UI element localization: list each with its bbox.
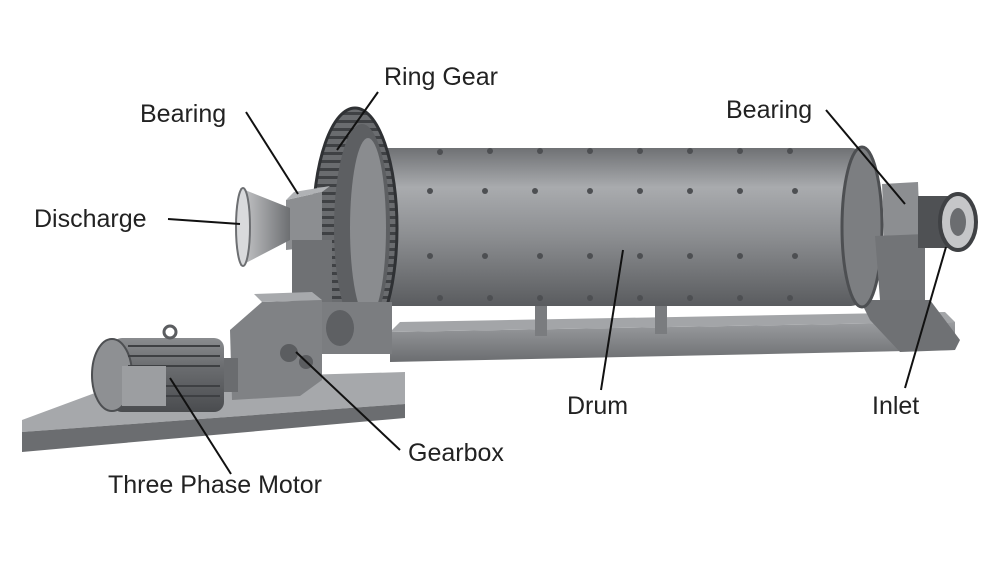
label-drum: Drum <box>567 392 629 420</box>
pinion-cap <box>326 310 354 346</box>
leader-lines <box>167 91 947 475</box>
motor-coupling <box>224 358 238 392</box>
leader-line-bearing-left <box>245 111 299 195</box>
inlet-shape <box>918 192 978 252</box>
base-right-foot <box>860 300 960 352</box>
leader-line-motor <box>169 377 232 475</box>
label-inlet: Inlet <box>872 392 920 420</box>
left-bearing-top <box>286 186 330 200</box>
pinion-housing <box>318 302 392 354</box>
label-gearbox: Gearbox <box>408 439 504 467</box>
base-rail-top <box>390 312 955 332</box>
motor-terminal-box <box>122 366 166 406</box>
gearbox-body <box>230 300 322 400</box>
motor-shape <box>91 324 238 412</box>
label-bearing-right: Bearing <box>726 96 813 124</box>
left-bearing-front <box>286 192 322 250</box>
drum-body <box>345 148 865 306</box>
ring-gear-shape <box>311 106 399 350</box>
label-bearing-left: Bearing <box>140 100 227 128</box>
skid-front <box>22 404 405 452</box>
discharge-cone <box>240 188 290 266</box>
ring-gear-hub <box>350 138 386 318</box>
leader-line-inlet <box>904 246 947 389</box>
right-bearing-shape <box>875 182 925 300</box>
base-rail-front <box>390 322 955 362</box>
right-bearing-front <box>882 182 920 238</box>
gearbox-top <box>254 292 322 302</box>
gearbox-shaft <box>280 344 298 362</box>
drum-group <box>345 145 884 309</box>
drum-bolts <box>427 148 798 301</box>
gearbox-shape <box>230 292 322 400</box>
leader-line-bearing-right <box>825 109 906 205</box>
right-bearing-pedestal <box>875 234 925 300</box>
motor-lifting-eye <box>162 324 178 340</box>
discharge-shape <box>235 187 290 267</box>
leader-line-ring-gear <box>336 91 379 151</box>
leader-line-drum <box>600 249 624 391</box>
leader-line-discharge <box>167 218 241 225</box>
label-discharge: Discharge <box>34 205 147 233</box>
drum-flange-right <box>840 145 884 309</box>
inlet-hole <box>950 208 966 236</box>
label-ring-gear: Ring Gear <box>384 63 498 91</box>
leader-line-gearbox <box>295 351 401 451</box>
label-three-phase-motor: Three Phase Motor <box>108 471 322 499</box>
discharge-mouth <box>235 187 251 267</box>
